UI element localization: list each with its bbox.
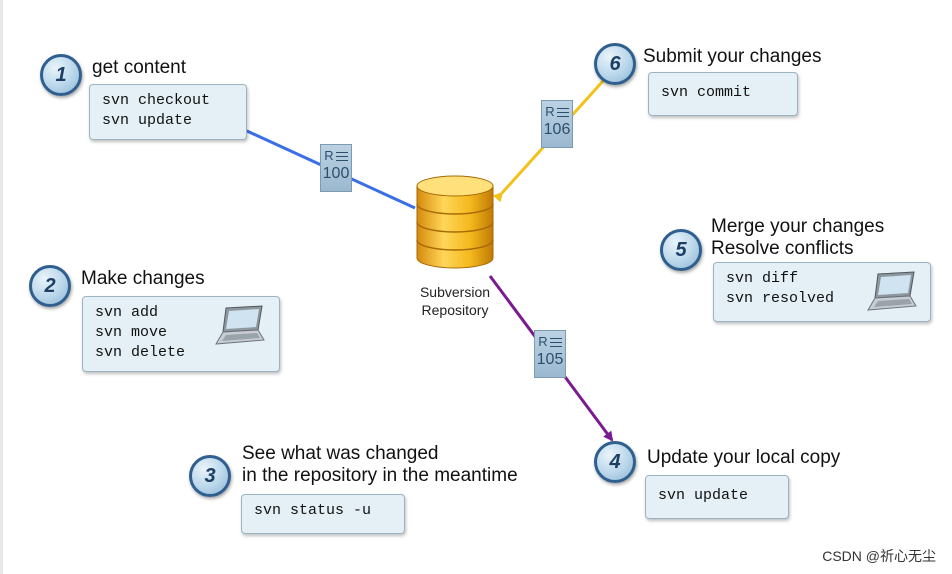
revision-list-icon: R (321, 148, 351, 164)
step-4-command-box: svn update (645, 475, 789, 519)
title-line: Merge your changes (711, 216, 885, 237)
revision-marker-100: R 100 (320, 144, 352, 192)
step-3-title: See what was changed in the repository i… (242, 443, 518, 487)
step-2-title: Make changes (81, 268, 205, 289)
command-line: svn add (95, 304, 159, 321)
revision-number: 100 (322, 165, 350, 182)
step-1-command-box: svn checkout svn update (89, 84, 247, 140)
revision-list-icon: R (542, 104, 572, 120)
title-line: Resolve conflicts (711, 238, 854, 259)
revision-number: 106 (543, 121, 571, 138)
repository-label: Subversion Repository (405, 283, 505, 319)
revision-number: 105 (536, 351, 564, 368)
step-5-title: Merge your changes Resolve conflicts (711, 216, 884, 260)
command-line: svn move (95, 324, 168, 341)
title-line: in the repository in the meantime (242, 465, 518, 486)
database-cylinder-icon (416, 175, 494, 269)
step-number-1: 1 (40, 54, 82, 96)
watermark: CSDN @祈心无尘 (822, 548, 936, 564)
command-line: svn update (658, 487, 749, 504)
command-line: svn checkout (102, 92, 211, 109)
command-line: svn status -u (254, 502, 372, 519)
step-number-5: 5 (660, 229, 702, 271)
command-line: svn update (102, 112, 193, 129)
step-number-3: 3 (189, 455, 231, 497)
revision-marker-106: R 106 (541, 100, 573, 148)
laptop-icon (867, 271, 917, 311)
step-number-6: 6 (594, 43, 636, 85)
step-3-command-box: svn status -u (241, 494, 405, 534)
command-line: svn delete (95, 344, 186, 361)
revision-marker-105: R 105 (534, 330, 566, 378)
left-edge-divider (0, 0, 3, 574)
command-line: svn commit (661, 84, 752, 101)
step-number-2: 2 (29, 265, 71, 307)
command-line: svn diff (726, 270, 799, 287)
step-1-title: get content (92, 57, 187, 78)
step-number-4: 4 (594, 441, 636, 483)
command-line: svn resolved (726, 290, 835, 307)
step-6-command-box: svn commit (648, 72, 798, 116)
title-line: See what was changed (242, 443, 439, 464)
step-5-command-box: svn diff svn resolved (713, 262, 931, 322)
laptop-icon (215, 305, 265, 345)
step-4-title: Update your local copy (647, 447, 841, 468)
repository-label-line-2: Repository (421, 302, 489, 318)
revision-list-icon: R (535, 334, 565, 350)
repository-label-line-1: Subversion (419, 284, 491, 300)
step-6-title: Submit your changes (643, 46, 822, 67)
